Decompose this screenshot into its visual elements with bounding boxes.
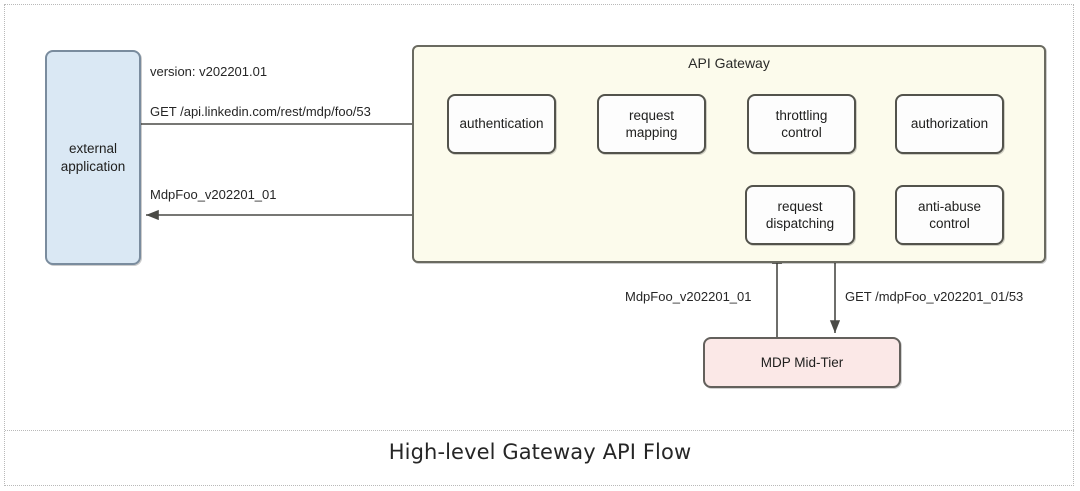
node-request-mapping-label: request mapping	[625, 107, 678, 140]
edge-label-version: version: v202201.01	[150, 64, 268, 79]
api-gateway-title: API Gateway	[688, 55, 770, 71]
diagram-caption: High-level Gateway API Flow	[388, 440, 692, 464]
node-external-application[interactable]: external application	[45, 50, 141, 265]
node-authentication-label: authentication	[459, 116, 544, 132]
node-request-mapping[interactable]: request mapping	[597, 94, 706, 154]
node-external-application-label: external application	[60, 141, 126, 174]
node-authorization-label: authorization	[910, 116, 989, 132]
edge-label-midtier-response: MdpFoo_v202201_01	[625, 289, 752, 304]
node-mdp-mid-tier[interactable]: MDP Mid-Tier	[703, 337, 901, 388]
node-authentication[interactable]: authentication	[447, 94, 556, 154]
node-request-dispatching-label: request dispatching	[765, 198, 835, 231]
node-anti-abuse-control-label: anti-abuse control	[917, 198, 982, 231]
edge-label-inbound-request: GET /api.linkedin.com/rest/mdp/foo/53	[150, 104, 371, 119]
caption-divider	[5, 430, 1074, 431]
node-anti-abuse-control[interactable]: anti-abuse control	[895, 185, 1004, 245]
node-authorization[interactable]: authorization	[895, 94, 1004, 154]
node-throttling-control[interactable]: throttling control	[747, 94, 856, 154]
node-request-dispatching[interactable]: request dispatching	[745, 185, 855, 245]
edge-label-midtier-request: GET /mdpFoo_v202201_01/53	[845, 289, 1024, 304]
edge-label-outbound-response: MdpFoo_v202201_01	[150, 187, 277, 202]
node-mdp-mid-tier-label: MDP Mid-Tier	[760, 354, 844, 370]
node-throttling-control-label: throttling control	[775, 107, 828, 140]
